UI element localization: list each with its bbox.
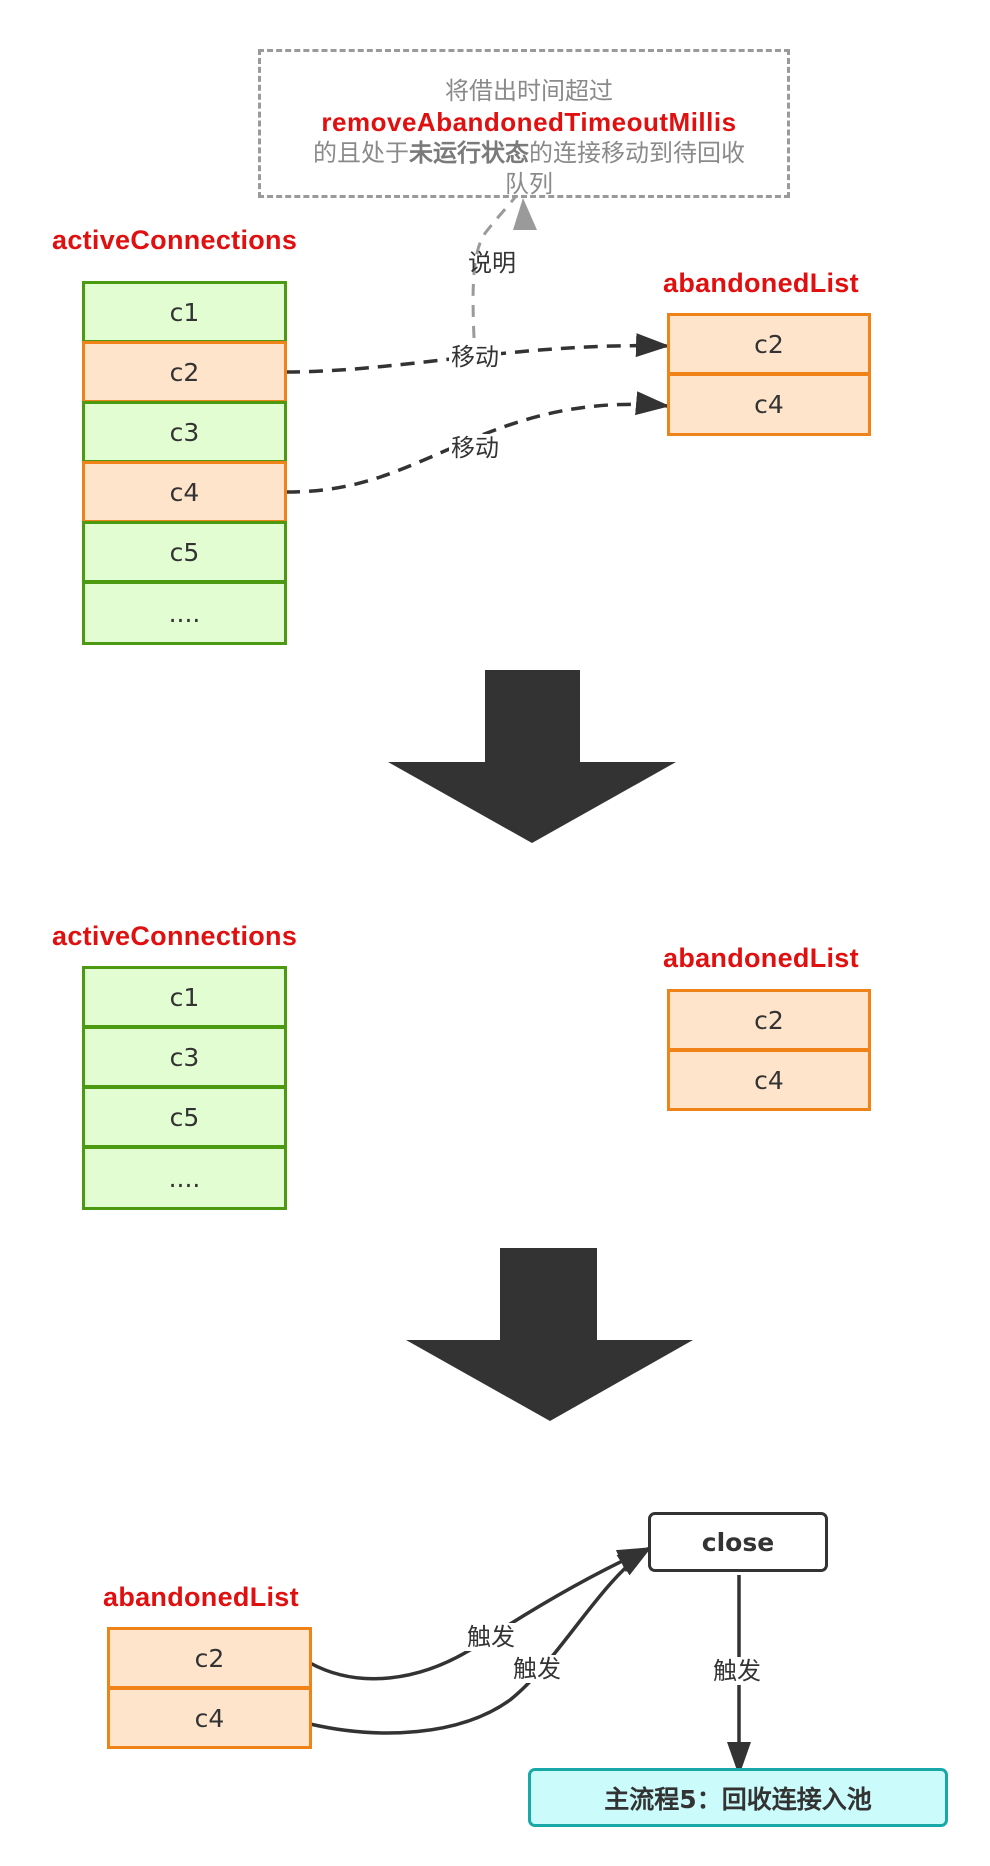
trigger-label-close: 触发: [711, 1657, 763, 1685]
big-down-arrow-2: [406, 1248, 693, 1421]
abandoned-cell-c2: c2: [107, 1627, 312, 1689]
close-node: close: [648, 1512, 828, 1572]
active-cell-c3: c3: [82, 401, 287, 463]
explain-edge-label: 说明: [468, 249, 516, 277]
big-down-arrow-1: [388, 670, 676, 843]
active-cell-c3: c3: [82, 1026, 287, 1088]
move-edge-c2: [285, 333, 670, 374]
abandoned-cell-c4: c4: [667, 373, 871, 436]
main-flow-5-node: 主流程5：回收连接入池: [528, 1768, 948, 1827]
active-connections-title-2: activeConnections: [52, 921, 298, 951]
active-cell-c1: c1: [82, 281, 287, 343]
note-key: removeAbandonedTimeoutMillis: [321, 107, 737, 137]
trigger-label-c4: 触发: [511, 1655, 563, 1683]
trigger-edge-c2: [309, 1546, 652, 1681]
abandoned-list-title-1: abandonedList: [663, 268, 859, 298]
active-cell-c1: c1: [82, 966, 287, 1028]
trigger-label-c2: 触发: [465, 1623, 517, 1651]
abandoned-list-title-2: abandonedList: [663, 943, 859, 973]
note-box: [258, 49, 790, 198]
note-line-3: 的且处于未运行状态的连接移动到待回收: [313, 139, 745, 167]
active-cell-c5: c5: [82, 521, 287, 583]
abandoned-list-title-3: abandonedList: [103, 1582, 299, 1612]
move-label-c4: 移动: [449, 434, 501, 462]
abandoned-cell-c2: c2: [667, 313, 871, 375]
active-cell-ellipsis: ....: [82, 581, 287, 645]
note-line-1: 将借出时间超过: [445, 77, 613, 105]
note-text: 将借出时间超过 removeAbandonedTimeoutMillis 的且处…: [264, 76, 794, 200]
active-connections-title-1: activeConnections: [52, 225, 298, 255]
abandoned-cell-c4: c4: [107, 1687, 312, 1749]
active-cell-c4: c4: [82, 461, 287, 523]
trigger-edge-c4: [309, 1546, 652, 1735]
active-cell-c2: c2: [82, 341, 287, 403]
active-cell-c5: c5: [82, 1086, 287, 1148]
abandoned-cell-c2: c2: [667, 989, 871, 1051]
explain-edge: [471, 187, 524, 339]
explain-arrowhead: [513, 198, 537, 230]
active-cell-ellipsis: ....: [82, 1146, 287, 1210]
abandoned-cell-c4: c4: [667, 1049, 871, 1111]
move-label-c2: 移动: [449, 343, 501, 371]
note-line-4: 队列: [505, 170, 553, 198]
